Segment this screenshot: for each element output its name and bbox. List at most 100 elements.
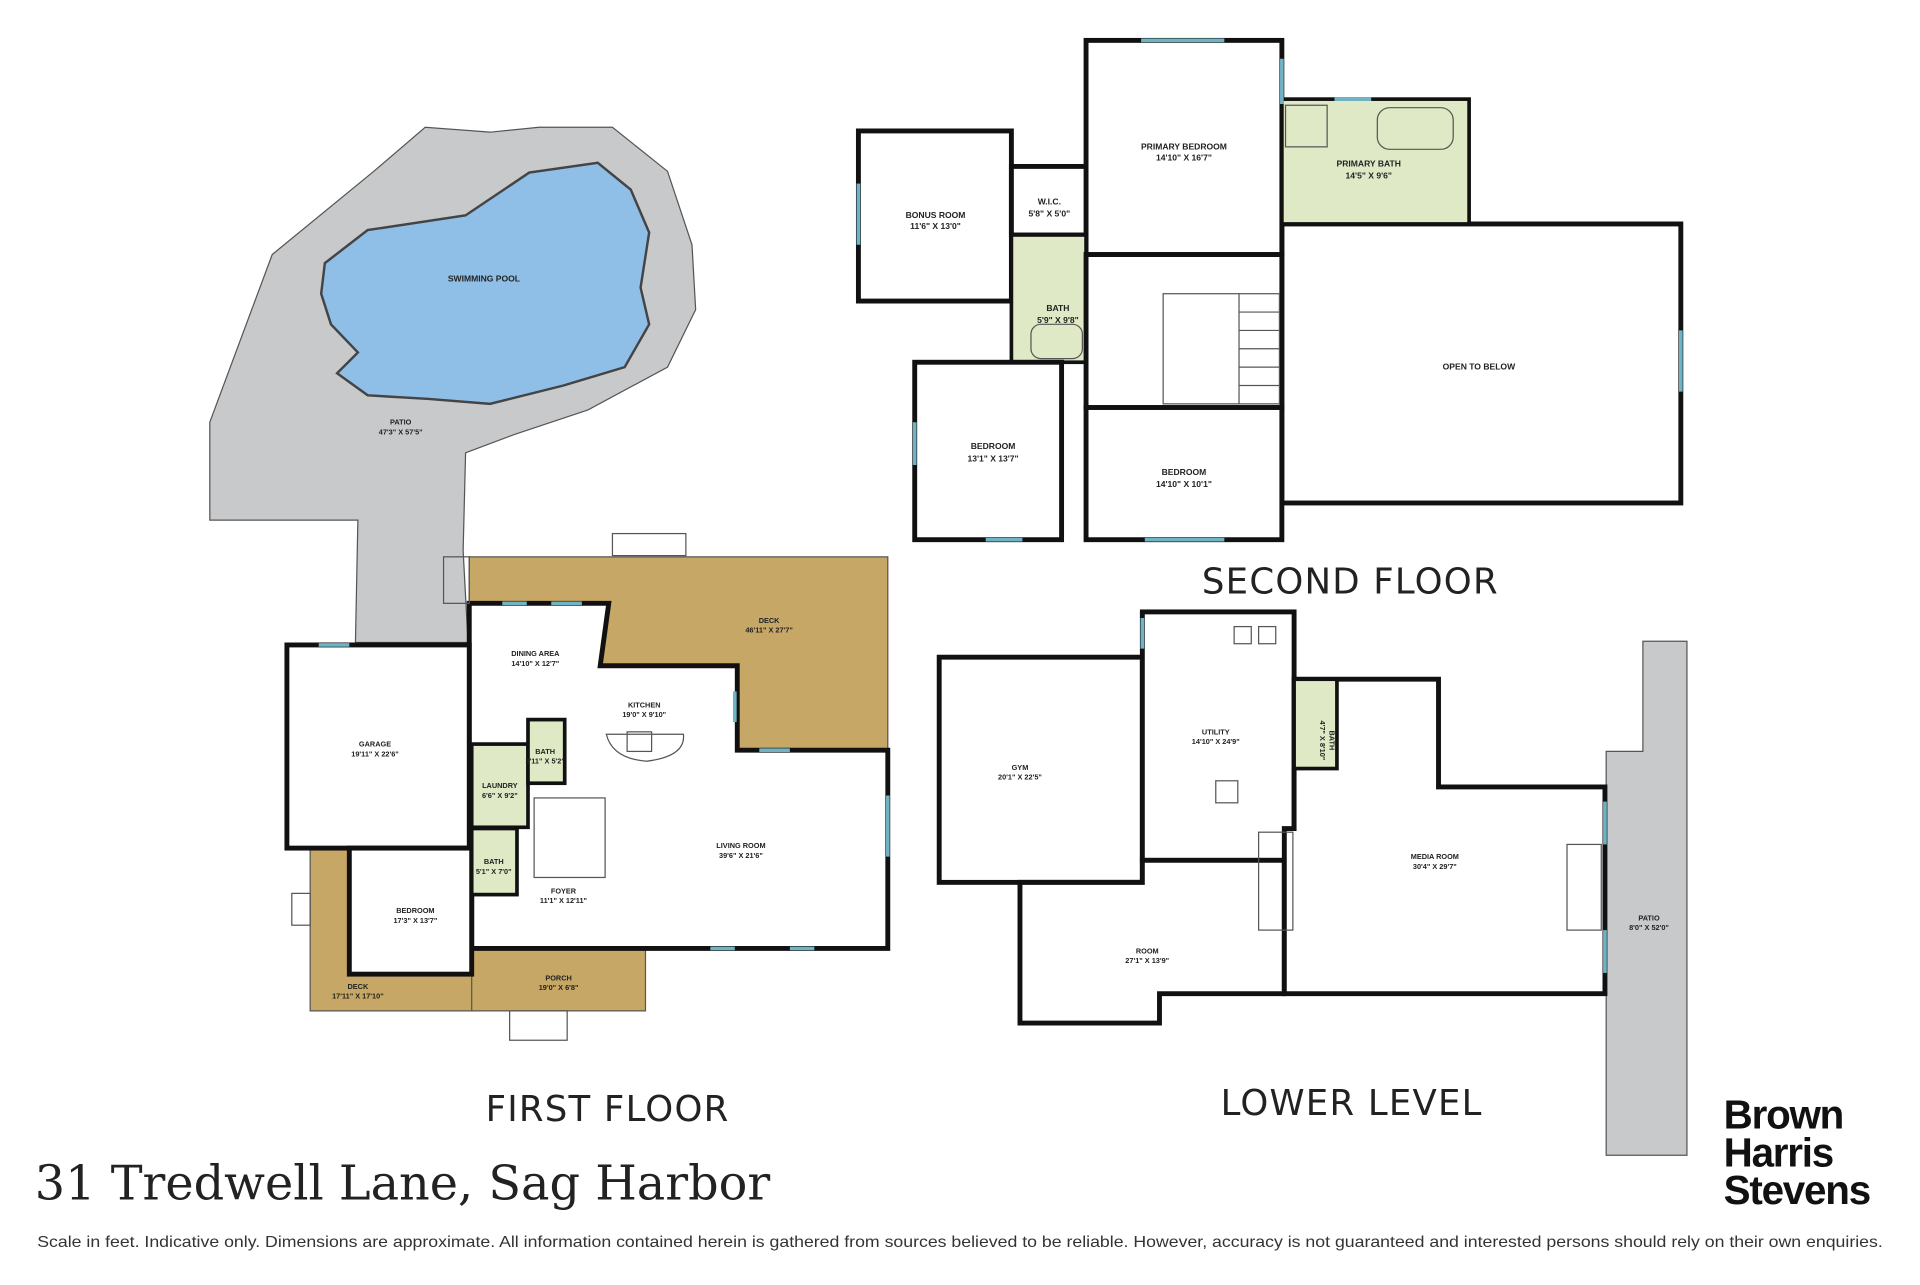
property-address: 31 Tredwell Lane, Sag Harbor xyxy=(35,1156,771,1211)
appliance-icon xyxy=(1215,780,1239,804)
room-dims: 27'1" X 13'9" xyxy=(1125,956,1169,965)
room-dims: 3'11" X 5'2" xyxy=(525,757,564,766)
room-dims: 46'11" X 27'7" xyxy=(745,626,793,635)
room-dims: 5'1" X 7'0" xyxy=(476,867,512,876)
back-steps xyxy=(611,532,687,557)
room-label: LAUNDRY xyxy=(482,781,518,790)
floor-heading: LOWER LEVEL xyxy=(1221,1083,1483,1124)
pool-steps xyxy=(442,556,470,604)
room-label: DECK xyxy=(348,982,369,991)
range-icon xyxy=(626,731,653,753)
room-label: UTILITY xyxy=(1202,727,1230,736)
first-floor-plan: SWIMMING POOL PATIO 47'3" X 57'5" DECK 4… xyxy=(209,126,891,1130)
room-label: MEDIA ROOM xyxy=(1411,852,1459,861)
room-dims: 47'3" X 57'5" xyxy=(379,427,423,436)
floor-heading: FIRST FLOOR xyxy=(486,1089,730,1130)
kitchen-island-icon xyxy=(605,733,685,762)
media-room xyxy=(1281,676,1608,997)
room-label: BONUS ROOM xyxy=(906,210,966,220)
room-dims: 14'10" X 12'7" xyxy=(511,659,559,668)
room-dims: 11'6" X 13'0" xyxy=(910,221,961,231)
tub-icon xyxy=(1376,107,1454,150)
fireplace-icon xyxy=(1566,843,1602,931)
room-dims: 6'6" X 9'2" xyxy=(482,791,518,800)
rotated-bath-label: BATH 4'7" X 8'10" xyxy=(1318,721,1337,761)
room-label: BEDROOM xyxy=(1162,467,1207,477)
room-label: BATH xyxy=(535,747,555,756)
room-label: BEDROOM xyxy=(396,906,434,915)
room-label: KITCHEN xyxy=(628,700,661,709)
swimming-pool xyxy=(319,161,651,406)
room-dims: 20'1" X 22'5" xyxy=(998,773,1042,782)
room-dims: 4'7" X 8'10" xyxy=(1318,721,1327,761)
lower-level-plan: GYM 20'1" X 22'5" UTILITY 14'10" X 24'9"… xyxy=(936,609,1688,1156)
shower-icon xyxy=(1284,104,1328,148)
windows xyxy=(1140,618,1607,973)
svg-text:Stevens: Stevens xyxy=(1724,1167,1870,1213)
room-label: OPEN TO BELOW xyxy=(1443,362,1516,372)
windows xyxy=(318,601,890,951)
primary-bedroom xyxy=(1083,37,1285,257)
room-dims: 17'3" X 13'7" xyxy=(393,916,437,925)
room-label: LIVING ROOM xyxy=(716,841,765,850)
bathtub-icon xyxy=(1030,323,1083,360)
brown-harris-stevens-logo: Brown Harris Stevens xyxy=(1724,1091,1872,1213)
room-label: FOYER xyxy=(551,886,577,895)
front-steps xyxy=(509,1010,568,1041)
appliance-icon xyxy=(1257,625,1277,645)
lower-bath xyxy=(1292,677,1339,771)
stairs xyxy=(1257,831,1294,931)
gym xyxy=(936,654,1145,885)
room-label: PRIMARY BEDROOM xyxy=(1141,141,1227,151)
lower-patio xyxy=(1605,640,1688,1156)
room-label: SWIMMING POOL xyxy=(448,273,520,283)
room-label: DINING AREA xyxy=(511,649,560,658)
side-steps xyxy=(291,892,311,926)
room-label: BEDROOM xyxy=(971,441,1016,451)
room-dims: 13'1" X 13'7" xyxy=(967,453,1018,463)
room-dims: 19'0" X 9'10" xyxy=(622,710,666,719)
room-label: BATH xyxy=(484,857,504,866)
room-label: GYM xyxy=(1012,763,1029,772)
bedroom-14x10 xyxy=(1083,405,1285,543)
svg-text:Brown: Brown xyxy=(1724,1091,1843,1137)
room-label: PRIMARY BATH xyxy=(1337,158,1401,168)
second-floor-bath xyxy=(1009,233,1088,365)
room-dims: 19'11" X 22'6" xyxy=(351,749,399,758)
floor-heading: SECOND FLOOR xyxy=(1202,562,1499,603)
room-dims: 8'0" X 52'0" xyxy=(1629,923,1669,932)
first-floor-bedroom xyxy=(346,845,475,977)
room-dims: 5'9" X 9'8" xyxy=(1037,315,1079,325)
garage xyxy=(284,642,472,851)
stair-treads xyxy=(1238,293,1280,404)
room-label: ROOM xyxy=(1136,946,1159,955)
room xyxy=(1017,857,1287,1026)
room-label: GARAGE xyxy=(359,740,391,749)
open-to-below-area xyxy=(1279,221,1684,506)
room-dims: 14'5" X 9'6" xyxy=(1346,171,1392,181)
disclaimer: Scale in feet. Indicative only. Dimensio… xyxy=(37,1234,1883,1251)
room-dims: 14'10" X 10'1" xyxy=(1156,479,1212,489)
windows xyxy=(856,38,1683,542)
room-dims: 17'11" X 17'10" xyxy=(332,992,384,1001)
stairs xyxy=(533,797,606,879)
room-label: PORCH xyxy=(545,973,571,982)
room-label: BATH xyxy=(1328,730,1337,750)
room-label: PATIO xyxy=(390,418,412,427)
room-label: BATH xyxy=(1046,303,1069,313)
first-floor-bath xyxy=(469,826,519,897)
porch xyxy=(471,947,647,1012)
room-dims: 39'6" X 21'6" xyxy=(719,851,763,860)
room-dims: 11'1" X 12'11" xyxy=(540,896,587,905)
room-dims: 30'4" X 29'7" xyxy=(1413,862,1457,871)
primary-bath xyxy=(1280,97,1471,226)
room-label: PATIO xyxy=(1638,913,1660,922)
half-bath xyxy=(526,717,567,786)
room-dims: 14'10" X 24'9" xyxy=(1192,737,1240,746)
room-dims: 19'0" X 6'8" xyxy=(539,983,579,992)
second-floor-plan: PRIMARY BEDROOM 14'10" X 16'7" PRIMARY B… xyxy=(855,37,1684,603)
appliance-icon xyxy=(1233,625,1252,645)
room-dims: 14'10" X 16'7" xyxy=(1156,152,1212,162)
room-dims: 5'8" X 5'0" xyxy=(1029,209,1071,219)
